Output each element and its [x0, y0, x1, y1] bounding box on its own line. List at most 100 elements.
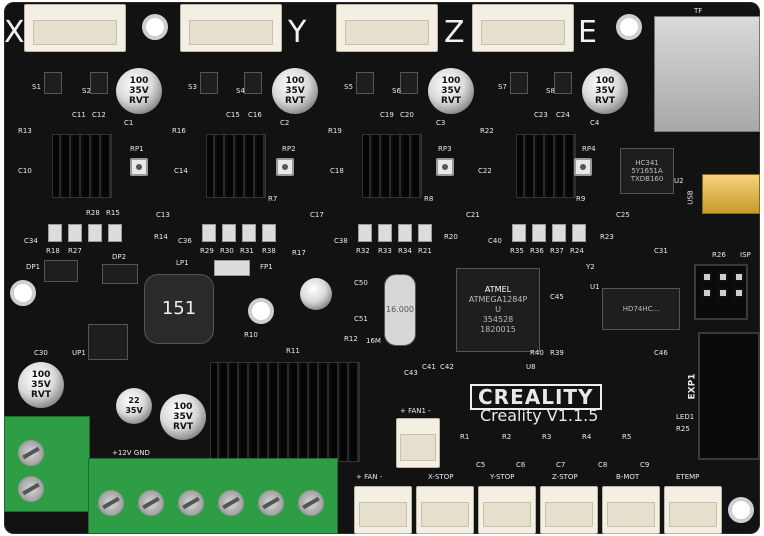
resistor-r35	[512, 224, 526, 242]
label-fp1: FP1	[260, 263, 273, 271]
label-c2: C2	[280, 119, 290, 127]
axis-label-x: X	[4, 15, 25, 50]
fan1-connector[interactable]	[396, 418, 440, 468]
fan-connector[interactable]	[354, 486, 412, 534]
label-s1: S1	[32, 83, 41, 91]
label-r25: R25	[676, 425, 690, 433]
z-stop-connector[interactable]	[540, 486, 598, 534]
label-s4: S4	[236, 87, 245, 95]
label-r31: R31	[240, 247, 254, 255]
usb-label: USB	[686, 190, 695, 205]
resistor-r36	[532, 224, 546, 242]
potentiometer-rp3[interactable]	[436, 158, 454, 176]
motor-connector-e[interactable]	[472, 4, 574, 52]
label-r22: R22	[480, 127, 494, 135]
label-c6: C6	[516, 461, 526, 469]
terminal-screw[interactable]	[258, 490, 284, 516]
fan1-label: + FAN1 -	[400, 407, 431, 415]
isp-pin	[734, 272, 744, 282]
exp1-header[interactable]	[698, 332, 760, 460]
label-r13: R13	[18, 127, 32, 135]
driver-heatsink-e	[516, 134, 576, 198]
label-c40: C40	[488, 237, 502, 245]
motor-connector-z[interactable]	[336, 4, 438, 52]
label-c19: C19	[380, 111, 394, 119]
label-c7: C7	[556, 461, 566, 469]
terminal-screw[interactable]	[298, 490, 324, 516]
resistor-r30	[222, 224, 236, 242]
label-r27: R27	[68, 247, 82, 255]
fuse-fp1	[214, 260, 250, 276]
creality-logo: CREALITY	[470, 384, 602, 410]
potentiometer-rp1[interactable]	[130, 158, 148, 176]
ic-u1: HD74HC...	[602, 288, 680, 330]
terminal-screw[interactable]	[138, 490, 164, 516]
label-c5: C5	[476, 461, 486, 469]
terminal-screw[interactable]	[18, 440, 44, 466]
axis-label-e: E	[578, 15, 597, 50]
mounting-hole-center	[248, 298, 274, 324]
transistor-s8	[554, 72, 572, 94]
terminal-screw[interactable]	[218, 490, 244, 516]
diode-dp1	[44, 260, 78, 282]
label-r29: R29	[200, 247, 214, 255]
label-c23: C23	[534, 111, 548, 119]
label-r15: R15	[106, 209, 120, 217]
label-c3: C3	[436, 119, 446, 127]
label-dp2: DP2	[112, 253, 127, 261]
label-r9: R9	[576, 195, 586, 203]
label-r5: R5	[622, 433, 632, 441]
label-c34: C34	[24, 237, 38, 245]
label-c24: C24	[556, 111, 570, 119]
label-c41: C41	[422, 363, 436, 371]
label-c36: C36	[178, 237, 192, 245]
label-c16: C16	[248, 111, 262, 119]
isp-pin	[718, 272, 728, 282]
resistor-r27	[68, 224, 82, 242]
terminal-screw[interactable]	[178, 490, 204, 516]
terminal-screw[interactable]	[18, 476, 44, 502]
isp-pin	[718, 288, 728, 298]
label-r18: R18	[46, 247, 60, 255]
motor-connector-x[interactable]	[24, 4, 126, 52]
etemp-connector[interactable]	[664, 486, 722, 534]
terminal-screw[interactable]	[98, 490, 124, 516]
label-r24: R24	[570, 247, 584, 255]
output-terminal-block[interactable]	[88, 458, 338, 534]
label-c15: C15	[226, 111, 240, 119]
potentiometer-rp4[interactable]	[574, 158, 592, 176]
label-c12: C12	[92, 111, 106, 119]
label-r2: R2	[502, 433, 512, 441]
label-r33: R33	[378, 247, 392, 255]
fan-label: + FAN -	[356, 473, 383, 481]
label-r40: R40	[530, 349, 544, 357]
label-c45: C45	[550, 293, 564, 301]
x-stop-connector[interactable]	[416, 486, 474, 534]
label-s2: S2	[82, 87, 91, 95]
transistor-s7	[510, 72, 528, 94]
potentiometer-rp2[interactable]	[276, 158, 294, 176]
mini-usb-port[interactable]	[702, 174, 760, 214]
label-y2: Y2	[586, 263, 595, 271]
motor-connector-y[interactable]	[180, 4, 282, 52]
label-s8: S8	[546, 87, 555, 95]
transistor-s6	[400, 72, 418, 94]
power-input-terminal[interactable]	[4, 416, 90, 512]
mounting-hole-bottom-right	[728, 497, 754, 523]
x-stop-label: X-STOP	[428, 473, 454, 481]
label-c25: C25	[616, 211, 630, 219]
label-c38: C38	[334, 237, 348, 245]
label-c8: C8	[598, 461, 608, 469]
label-s7: S7	[498, 83, 507, 91]
label-r38: R38	[262, 247, 276, 255]
b-mot-connector[interactable]	[602, 486, 660, 534]
label-c11: C11	[72, 111, 86, 119]
resistor-r15	[108, 224, 122, 242]
y-stop-connector[interactable]	[478, 486, 536, 534]
label-16m: 16M	[366, 337, 381, 345]
tf-card-slot[interactable]	[654, 16, 760, 132]
label-r19: R19	[328, 127, 342, 135]
resistor-r37	[552, 224, 566, 242]
